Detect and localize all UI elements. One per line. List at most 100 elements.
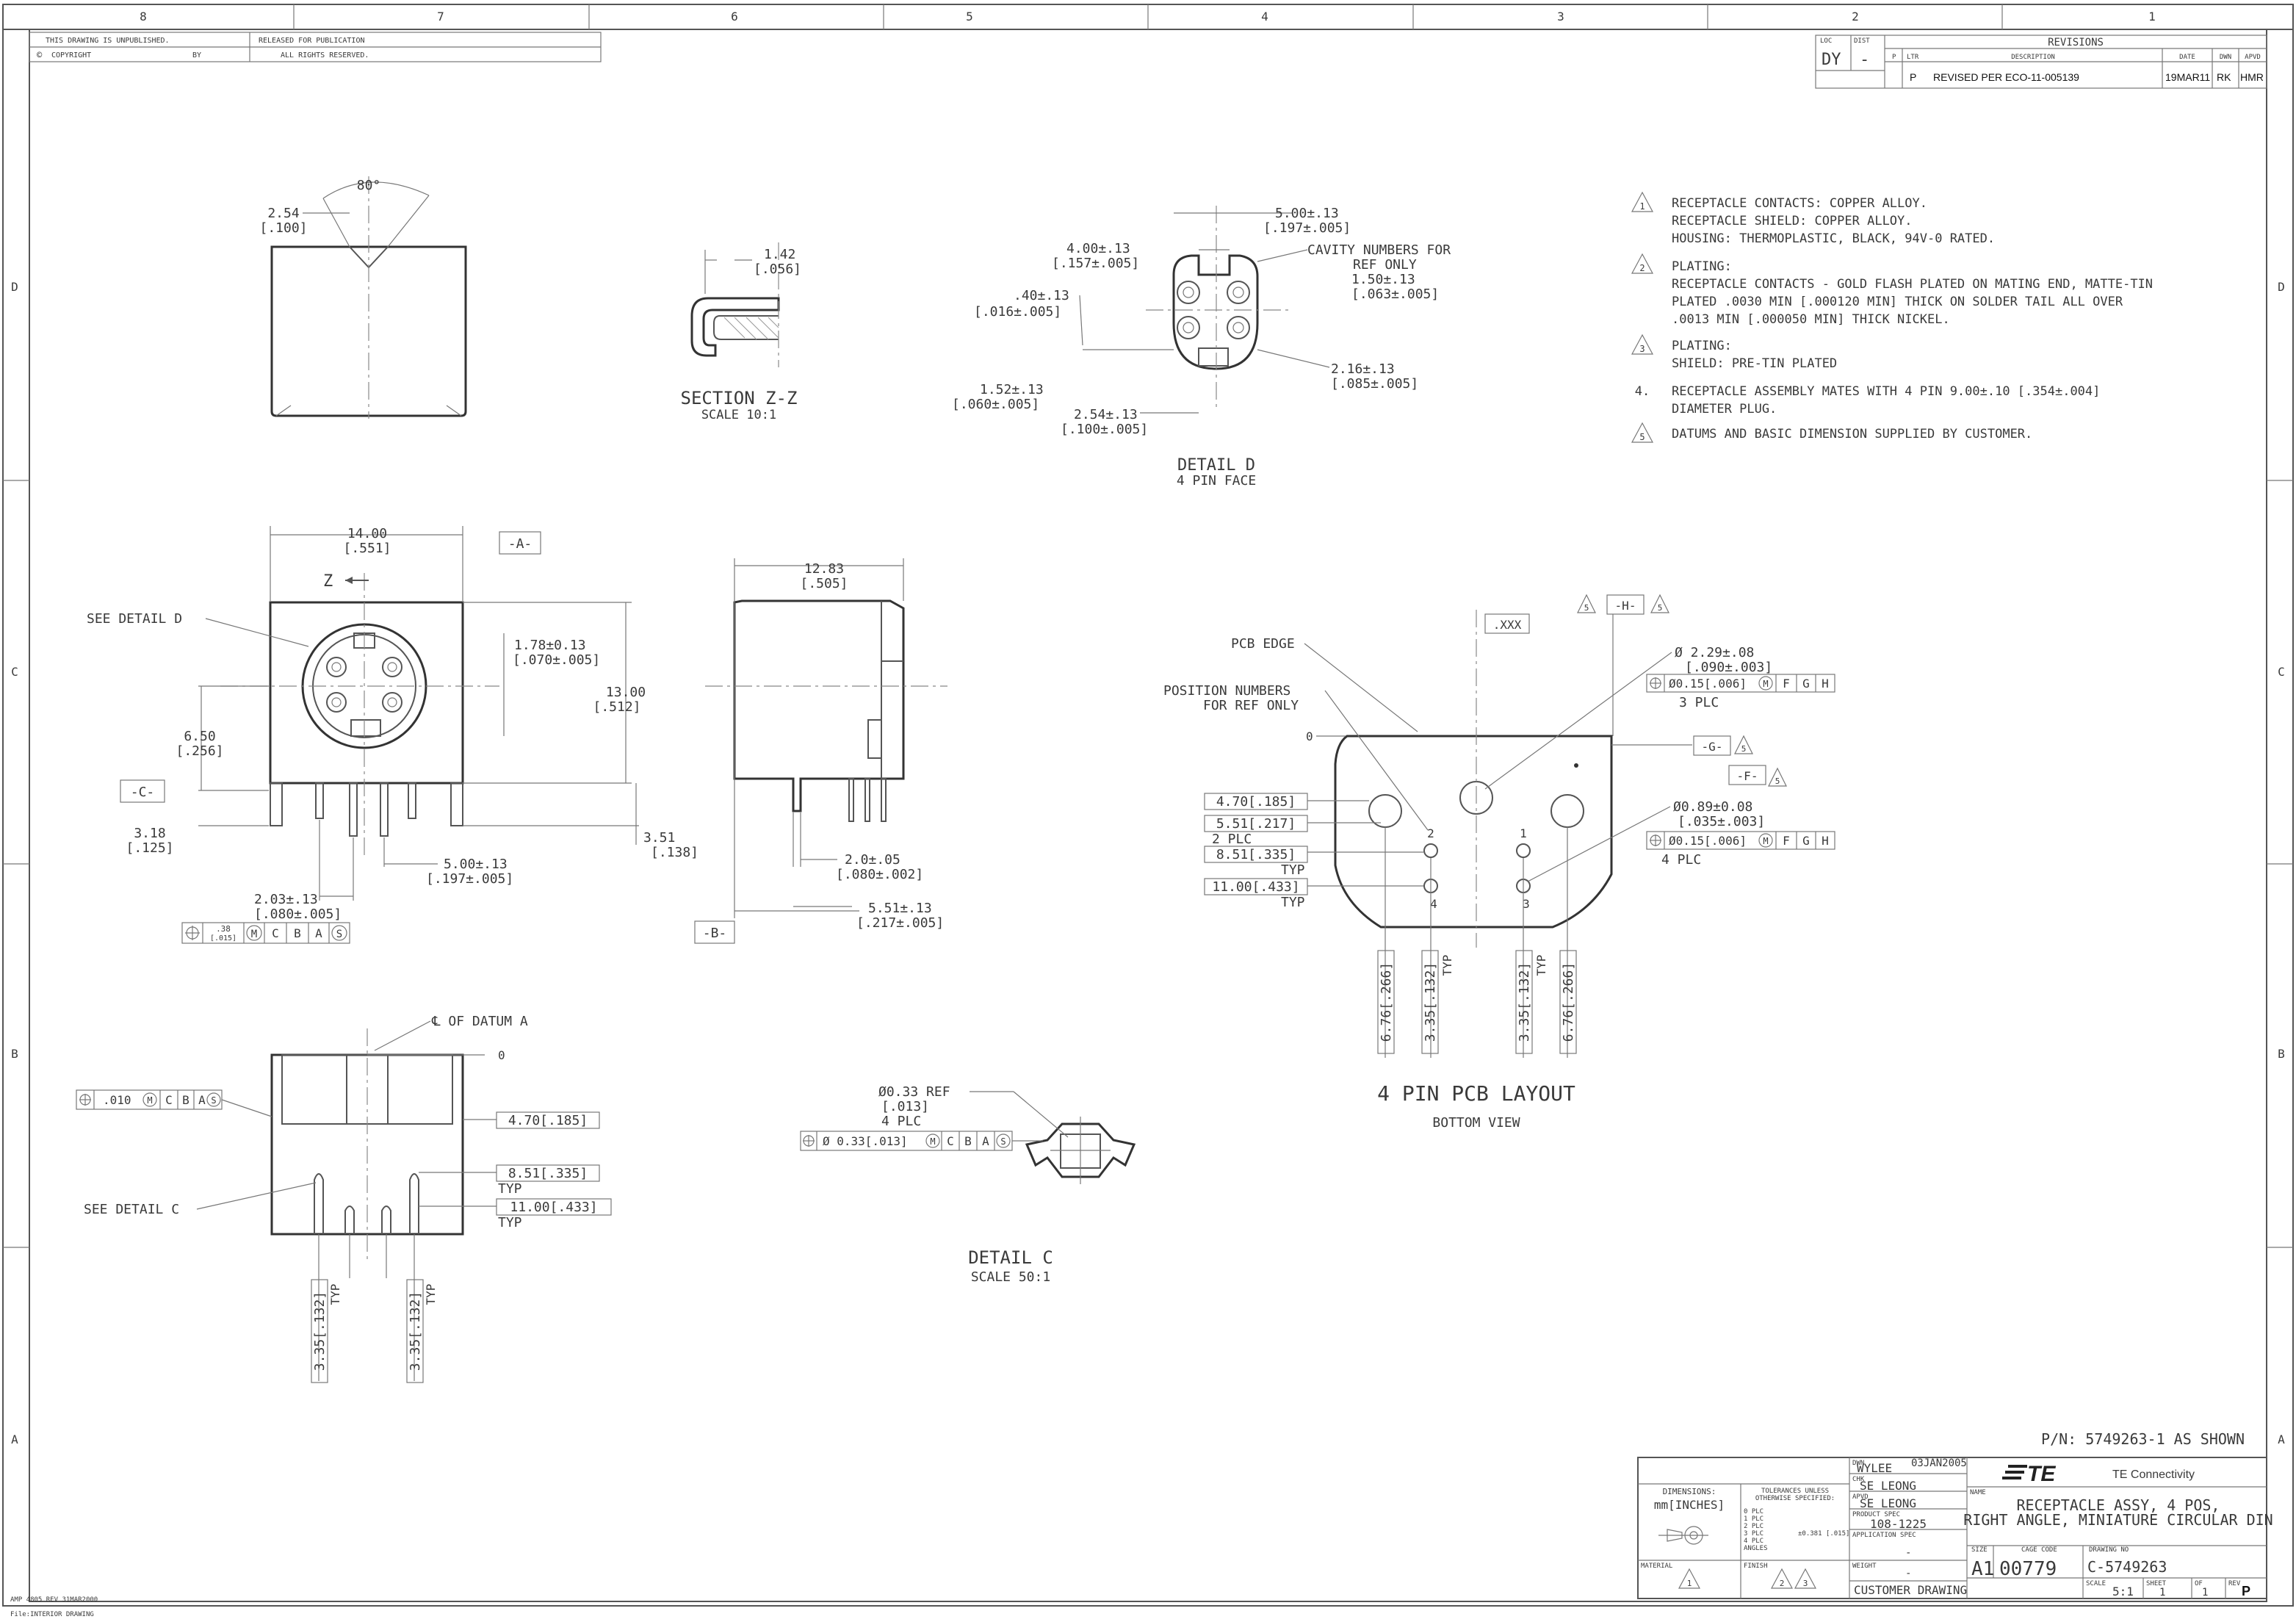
tol-row-3: 3 PLC	[1744, 1530, 1763, 1538]
detail-d-d1-in: [.197±.005]	[1263, 220, 1351, 236]
bottom-see-c: SEE DETAIL C	[84, 1202, 179, 1217]
side-width-in: [.505]	[800, 576, 848, 591]
note-4-num: 4.	[1635, 384, 1650, 399]
app-spec-label: APPLICATION SPEC	[1852, 1532, 1916, 1539]
bottom-typ-v1: TYP	[328, 1284, 342, 1305]
note-2-line-4: .0013 MIN [.000050 MIN] THICK NICKEL.	[1672, 312, 1950, 327]
tol-row-0: 0 PLC	[1744, 1508, 1763, 1515]
pcb-v676-right: 6.76[.266]	[1561, 962, 1576, 1042]
footer-form: AMP 4805 REV 31MAR2000	[10, 1596, 98, 1604]
tol-row-4: 4 PLC	[1744, 1538, 1763, 1545]
pcb-datum-f: -F-	[1737, 769, 1758, 783]
pcb-fcf2-m: M	[1763, 836, 1768, 846]
front-fcf-tol-in: [.015]	[210, 934, 237, 942]
pcb-pos2: FOR REF ONLY	[1203, 698, 1299, 713]
dist-label: DIST	[1854, 37, 1870, 45]
detail-d-d1: 5.00±.13	[1275, 206, 1339, 221]
pcb-fcf2-g: G	[1802, 834, 1810, 848]
side-d20: 2.0±.05	[845, 852, 900, 868]
part-number: P/N: 5749263-1 AS SHOWN	[2041, 1430, 2245, 1448]
revisions-block: REVISIONS LOC DY DIST - P LTR DESCRIPTIO…	[1815, 35, 2267, 89]
pcb-fcf1-f: F	[1783, 677, 1790, 691]
side-d551: 5.51±.13	[868, 901, 932, 916]
section-title: SECTION Z-Z	[681, 388, 798, 408]
bottom-view: 0 ℄ OF DATUM A .010 M C B A S SEE DETAIL…	[76, 1014, 612, 1383]
front-h13-in: [.512]	[593, 699, 640, 715]
tol-value: ±0.381 [.015]	[1798, 1530, 1849, 1538]
front-fcf-c: C	[272, 926, 279, 940]
zone-d-left: D	[11, 280, 18, 294]
bottom-fcf-tol: .010	[103, 1093, 131, 1107]
detail-c-fcf-c: C	[947, 1134, 954, 1148]
front-d203: 2.03±.13	[254, 892, 318, 907]
zone-a-right: A	[2278, 1432, 2285, 1446]
zone-3: 3	[1557, 10, 1564, 24]
pcb-typ-v2: TYP	[1534, 955, 1548, 976]
detail-d-d5: 2.16±.13	[1331, 361, 1395, 377]
pcb-datum-g: -G-	[1702, 740, 1723, 754]
rev-apvd: HMR	[2240, 71, 2264, 83]
detail-c-scale: SCALE 50:1	[971, 1269, 1050, 1285]
pcb-tri-5c: 5	[1741, 744, 1747, 754]
name-label: NAME	[1970, 1489, 1986, 1496]
pcb-typ-1: TYP	[1281, 862, 1305, 878]
detail-d-d4: .40±.13	[1014, 288, 1069, 303]
bottom-fcf-c: C	[165, 1093, 173, 1107]
finish-tri-3: 3	[1803, 1579, 1808, 1588]
detail-c-ref-in: [.013]	[881, 1099, 929, 1114]
section-dim: 1.42	[764, 247, 795, 262]
bottom-v335-left: 3.35[.132]	[312, 1291, 328, 1371]
pcb-pos1: POSITION NUMBERS	[1163, 683, 1290, 699]
pcb-fcf1-g: G	[1802, 677, 1810, 691]
customer-drawing: CUSTOMER DRAWING	[1854, 1583, 1967, 1597]
detail-d-cav2: REF ONLY	[1353, 257, 1417, 273]
pcb-d229: Ø 2.29±.08	[1675, 645, 1754, 660]
pcb-d229-in: [.090±.003]	[1685, 660, 1772, 675]
of-value: 1	[2202, 1587, 2208, 1598]
finish-tri-2: 2	[1780, 1579, 1785, 1588]
front-d650: 6.50	[184, 729, 215, 744]
pcb-d089-in: [.035±.003]	[1678, 814, 1765, 829]
pcb-plc2: 2 PLC	[1212, 832, 1252, 847]
pcb-typ-v1: TYP	[1440, 955, 1454, 976]
front-d500-in: [.197±.005]	[426, 871, 513, 887]
zone-c-left: C	[11, 665, 18, 679]
apvd-label: APVD	[1852, 1493, 1869, 1501]
note-1-line-1: RECEPTACLE CONTACTS: COPPER ALLOY.	[1672, 196, 1927, 211]
pcb-r851: 8.51[.335]	[1216, 847, 1296, 862]
section-z-z: 1.42 [.056] SECTION Z-Z SCALE 10:1	[681, 242, 801, 422]
bottom-fcf-b: B	[182, 1093, 189, 1107]
prod-spec-value: 108-1225	[1870, 1517, 1927, 1531]
zone-d-right: D	[2278, 280, 2285, 294]
pcb-fcf2-h: H	[1822, 834, 1829, 848]
detail-d-d2: 4.00±.13	[1066, 241, 1130, 256]
zone-a-left: A	[11, 1432, 18, 1446]
pcb-fcf1: Ø0.15[.006]	[1669, 677, 1747, 691]
note-2-num: 2	[1639, 263, 1645, 273]
section-dim-in: [.056]	[754, 262, 801, 277]
pcb-edge: PCB EDGE	[1231, 636, 1295, 652]
zone-b-left: B	[11, 1047, 18, 1061]
zone-6: 6	[731, 10, 738, 24]
detail-d-d6: 1.52±.13	[980, 382, 1044, 397]
detail-d: 5.00±.13 [.197±.005] 4.00±.13 [.157±.005…	[952, 206, 1451, 489]
side-view: 12.83 [.505] 2.0±.05 [.080±.002] 5.51±.1…	[694, 558, 947, 944]
loc-value: DY	[1822, 51, 1841, 69]
note-3-line-1: PLATING:	[1672, 339, 1732, 353]
bottom-fcf-m: M	[147, 1095, 152, 1106]
projection-symbol	[1658, 1526, 1708, 1545]
dims-label: DIMENSIONS:	[1663, 1487, 1716, 1496]
datum-c: -C-	[131, 785, 155, 800]
front-fcf-m: M	[251, 929, 257, 940]
copyright-symbol: ©	[37, 50, 43, 60]
note-5-line-1: DATUMS AND BASIC DIMENSION SUPPLIED BY C…	[1672, 427, 2032, 441]
bottom-r851: 8.51[.335]	[508, 1166, 588, 1181]
loc-label: LOC	[1820, 37, 1832, 45]
note-1-line-2: RECEPTACLE SHIELD: COPPER ALLOY.	[1672, 214, 1913, 228]
pcb-pin-2: 2	[1427, 826, 1434, 840]
bottom-v335-right: 3.35[.132]	[408, 1291, 423, 1371]
front-d318-in: [.125]	[126, 840, 173, 856]
front-width: 14.00	[347, 526, 387, 541]
unpublished-text: THIS DRAWING IS UNPUBLISHED.	[46, 37, 170, 45]
see-detail-d: SEE DETAIL D	[87, 611, 182, 627]
